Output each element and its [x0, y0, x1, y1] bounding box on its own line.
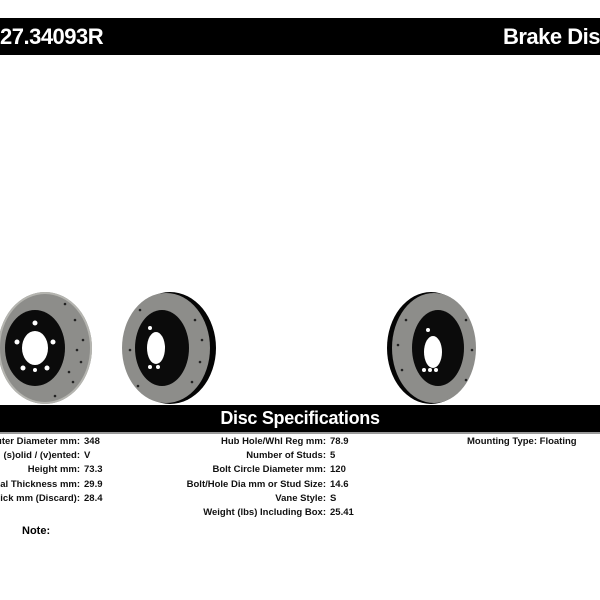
spec-value: V — [84, 450, 91, 461]
spec-label: Outer Diameter mm: — [0, 436, 80, 447]
spec-value: 29.9 — [84, 479, 103, 490]
spec-row: Thick mm (Discard): 28.4 — [0, 492, 600, 505]
specs-title: Disc Specifications — [220, 408, 380, 428]
spec-row: Height mm: 73.3 — [0, 463, 600, 476]
spec-label: Bolt Circle Diameter mm: — [212, 464, 326, 475]
spec-label: (s)olid / (v)ented: — [3, 450, 80, 461]
spec-label: Number of Studs: — [246, 450, 326, 461]
spec-value: 120 — [330, 464, 346, 475]
note-label: Note: — [22, 525, 51, 537]
spec-row: Bolt Circle Diameter mm: 120 — [0, 463, 600, 476]
spec-value: 78.9 — [330, 436, 349, 447]
spec-value: 5 — [330, 450, 336, 461]
spec-row-mounting-type: Mounting Type: Floating — [467, 435, 577, 448]
spec-row: Outer Diameter mm: 348 — [0, 435, 600, 448]
disc-front-image — [0, 292, 92, 404]
spec-value: S — [330, 493, 337, 504]
spec-label: Hub Hole/Whl Reg mm: — [220, 436, 326, 447]
spec-row: (s)olid / (v)ented: V — [0, 449, 600, 462]
spec-value: Floating — [539, 436, 577, 447]
spec-label: Bolt/Hole Dia mm or Stud Size: — [186, 479, 326, 490]
spec-value: 28.4 — [84, 493, 103, 504]
spec-label: Height mm: — [27, 464, 80, 475]
header-title: Brake Dis — [502, 24, 600, 49]
specs-title-bar: Disc Specifications — [0, 405, 600, 434]
spec-label: Weight (lbs) Including Box: — [203, 507, 326, 518]
spec-row: Number of Studs: 5 — [0, 449, 600, 462]
spec-value: 14.6 — [330, 479, 349, 490]
spec-value: 25.41 — [330, 507, 354, 518]
header-bar: 27.34093R Brake Dis — [0, 18, 600, 55]
spec-row: Hub Hole/Whl Reg mm: 78.9 — [0, 435, 600, 448]
spec-row: Vane Style: S — [0, 492, 600, 505]
spec-label: inal Thickness mm: — [0, 479, 80, 490]
part-number: 27.34093R — [0, 24, 104, 49]
spec-label: Vane Style: — [275, 493, 326, 504]
disc-rear-image — [387, 292, 476, 404]
disc-angled-image — [122, 292, 216, 404]
spec-value: 73.3 — [84, 464, 103, 475]
spec-label: Mounting Type: — [467, 436, 538, 447]
spec-row: inal Thickness mm: 29.9 — [0, 478, 600, 491]
spec-value: 348 — [84, 436, 100, 447]
spec-row: Bolt/Hole Dia mm or Stud Size: 14.6 — [0, 478, 600, 491]
spec-row: Weight (lbs) Including Box: 25.41 — [0, 506, 600, 519]
spec-label: Thick mm (Discard): — [0, 493, 80, 504]
